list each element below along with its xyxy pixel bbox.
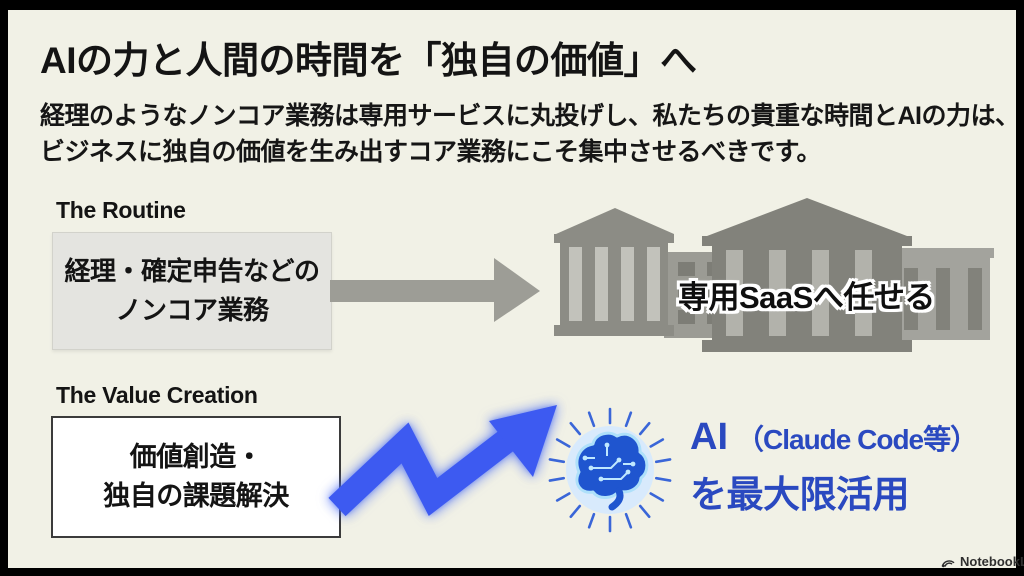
routine-result-text: 専用SaaSへ任せる bbox=[678, 280, 935, 315]
brain-circuits bbox=[587, 447, 631, 480]
routine-task-line-2: ノンコア業務 bbox=[115, 295, 269, 325]
bank-buildings-icon bbox=[554, 198, 994, 352]
ai-label: AI bbox=[690, 416, 728, 458]
value-task-text: 価値創造・ 独自の課題解決 bbox=[103, 438, 289, 516]
routine-section-label: The Routine bbox=[56, 197, 186, 223]
watermark-label: NotebookLM bbox=[960, 554, 1024, 569]
subtitle-line-1: 経理のようなノンコア業務は専用サービスに丸投げし、私たちの貴重な時間とAIの力は… bbox=[40, 102, 1020, 130]
page-title: AIの力と人間の時間を「独自の価値」へ bbox=[40, 40, 697, 81]
slide-subtitle: 経理のようなノンコア業務は専用サービスに丸投げし、私たちの貴重な時間とAIの力は… bbox=[40, 98, 1020, 170]
value-result-line-1: AI （Claude Code等） bbox=[690, 416, 978, 459]
brain-rays bbox=[548, 407, 672, 533]
right-arrow-icon bbox=[330, 258, 540, 322]
brain-circuit-nodes bbox=[582, 442, 636, 482]
value-task-line-1: 価値創造・ bbox=[129, 442, 263, 472]
brain-shape bbox=[575, 431, 649, 511]
value-task-box: 価値創造・ 独自の課題解決 bbox=[51, 416, 341, 538]
routine-task-line-1: 経理・確定申告などの bbox=[64, 256, 320, 286]
left-bank-building bbox=[554, 208, 674, 336]
center-bank-building bbox=[702, 198, 912, 352]
subtitle-line-2: ビジネスに独自の価値を生み出すコア業務にこそ集中させるべきです。 bbox=[40, 138, 822, 166]
value-section-label: The Value Creation bbox=[56, 382, 258, 408]
value-result-text: AI （Claude Code等） を最大限活用 bbox=[690, 416, 978, 518]
routine-task-box: 経理・確定申告などの ノンコア業務 bbox=[52, 232, 332, 350]
routine-task-text: 経理・確定申告などの ノンコア業務 bbox=[64, 252, 320, 330]
ai-brain-icon bbox=[548, 407, 672, 533]
value-task-line-2: 独自の課題解決 bbox=[103, 481, 289, 511]
slide-canvas: AIの力と人間の時間を「独自の価値」へ 経理のようなノンコア業務は専用サービスに… bbox=[8, 10, 1024, 569]
notebooklm-logo-icon bbox=[941, 559, 955, 567]
ai-paren-label: （Claude Code等） bbox=[736, 424, 978, 455]
growth-zigzag-arrow-icon bbox=[328, 405, 557, 517]
value-result-line-2: を最大限活用 bbox=[690, 474, 910, 515]
watermark: NotebookLM bbox=[940, 554, 1024, 569]
